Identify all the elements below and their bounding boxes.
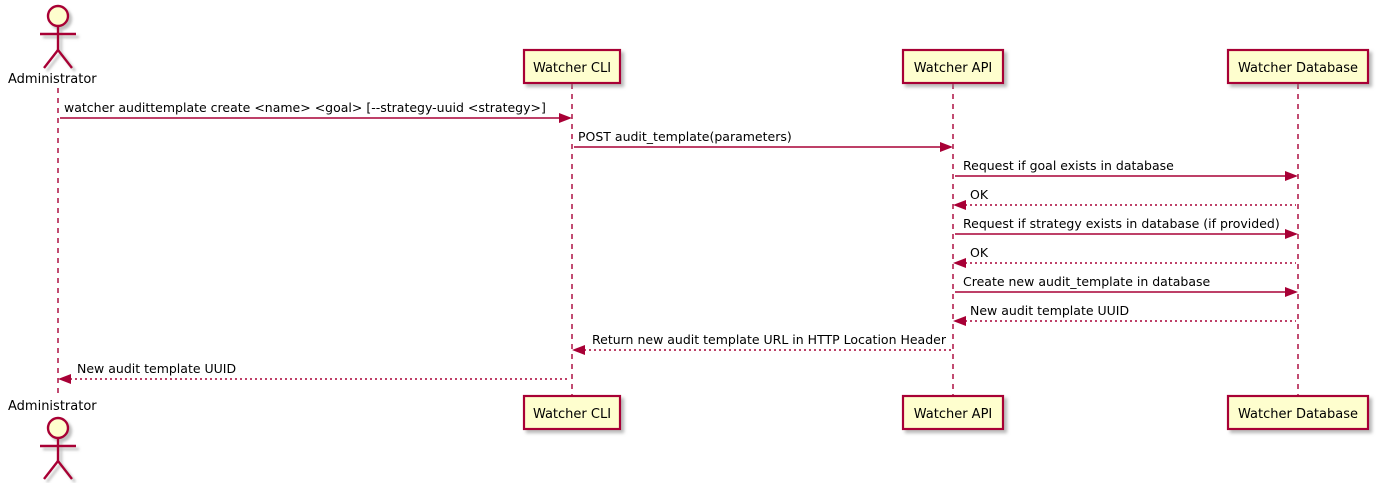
message-arrowhead-4 [1285,229,1298,239]
message-arrowhead-3 [953,200,966,210]
message-label-6: Create new audit_template in database [963,274,1210,289]
actor-figure-bottom [40,416,76,480]
message-arrowhead-7 [953,316,966,326]
message-8[interactable]: Return new audit template URL in HTTP Lo… [572,332,951,355]
message-label-5: OK [970,245,989,260]
actor-figure-top [40,4,76,69]
message-7[interactable]: New audit template UUID [953,303,1296,326]
participant-label-watcher-database-top: Watcher Database [1238,61,1358,76]
participant-watcher-api-top[interactable]: Watcher API [901,48,1005,85]
message-label-2: Request if goal exists in database [963,158,1174,173]
message-label-4: Request if strategy exists in database (… [963,216,1280,231]
message-3[interactable]: OK [953,187,1296,210]
message-2[interactable]: Request if goal exists in database [955,158,1298,181]
participant-box-watcher-cli-top[interactable] [522,48,622,85]
participant-watcher-api-bottom[interactable]: Watcher API [901,394,1005,431]
message-label-9: New audit template UUID [77,361,236,376]
actor-label-administrator-bottom: Administrator [8,399,97,414]
message-label-3: OK [970,187,989,202]
message-label-1: POST audit_template(parameters) [578,129,792,144]
message-5[interactable]: OK [953,245,1296,268]
actor-administrator-top[interactable]: Administrator [8,4,97,87]
message-label-7: New audit template UUID [970,303,1129,318]
participant-label-watcher-database-bottom: Watcher Database [1238,407,1358,422]
message-arrowhead-6 [1285,287,1298,297]
lifelines [57,84,1299,397]
message-arrowhead-1 [940,142,953,152]
message-arrowhead-2 [1285,171,1298,181]
participant-box-watcher-database-top[interactable] [1226,48,1370,85]
participant-box-watcher-api-bottom[interactable] [901,394,1005,431]
message-arrowhead-9 [58,374,71,384]
participant-label-watcher-cli-top: Watcher CLI [533,61,611,76]
message-4[interactable]: Request if strategy exists in database (… [955,216,1298,239]
participant-watcher-cli-top[interactable]: Watcher CLI [522,48,622,85]
message-arrowhead-5 [953,258,966,268]
message-1[interactable]: POST audit_template(parameters) [574,129,953,152]
participant-label-watcher-api-top: Watcher API [914,61,993,76]
participant-watcher-database-bottom[interactable]: Watcher Database [1226,394,1370,431]
message-label-0: watcher audittemplate create <name> <goa… [64,100,546,115]
message-arrowhead-0 [559,113,572,123]
message-arrowhead-8 [572,345,585,355]
message-label-8: Return new audit template URL in HTTP Lo… [592,332,947,347]
actor-administrator-bottom[interactable]: Administrator [8,399,97,480]
message-0[interactable]: watcher audittemplate create <name> <goa… [60,100,572,123]
message-9[interactable]: New audit template UUID [58,361,570,384]
participant-watcher-database-top[interactable]: Watcher Database [1226,48,1370,85]
actor-label-administrator-top: Administrator [8,72,97,87]
participant-box-watcher-database-bottom[interactable] [1226,394,1370,431]
participant-label-watcher-api-bottom: Watcher API [914,407,993,422]
participant-box-watcher-cli-bottom[interactable] [522,394,622,431]
message-6[interactable]: Create new audit_template in database [955,274,1298,297]
participant-label-watcher-cli-bottom: Watcher CLI [533,407,611,422]
participant-box-watcher-api-top[interactable] [901,48,1005,85]
participant-watcher-cli-bottom[interactable]: Watcher CLI [522,394,622,431]
